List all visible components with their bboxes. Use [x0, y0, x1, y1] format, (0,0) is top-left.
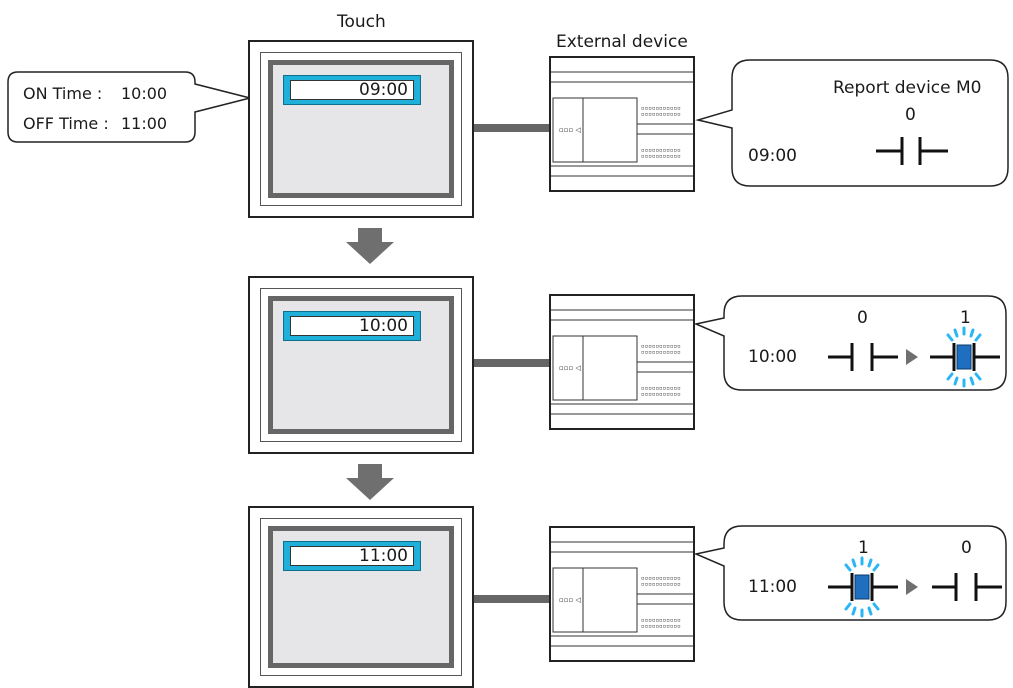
svg-text:▫▫▫▫▫▫▫▫▫▫▫: ▫▫▫▫▫▫▫▫▫▫▫	[641, 575, 681, 582]
svg-text:▫▫▫▫▫▫▫▫▫▫▫: ▫▫▫▫▫▫▫▫▫▫▫	[641, 343, 681, 350]
callout-time-1: 09:00	[748, 146, 797, 166]
callout-time-2: 10:00	[748, 347, 797, 367]
down-arrow-2	[346, 464, 394, 500]
callout-time-3: 11:00	[748, 577, 797, 597]
svg-text:▫▫▫▫▫▫▫▫▫▫▫: ▫▫▫▫▫▫▫▫▫▫▫	[641, 111, 681, 118]
svg-text:▫▫▫▫▫▫▫▫▫▫▫: ▫▫▫▫▫▫▫▫▫▫▫	[641, 105, 681, 112]
svg-text:▫▫▫▫▫▫▫▫▫▫▫: ▫▫▫▫▫▫▫▫▫▫▫	[641, 385, 681, 392]
state-value-2a: 0	[857, 308, 868, 328]
svg-text:▫▫▫ ◁: ▫▫▫ ◁	[559, 126, 581, 134]
external-device-label: External device	[556, 32, 688, 52]
svg-text:▫▫▫ ◁: ▫▫▫ ◁	[559, 364, 581, 372]
time-display-field: 10:00	[283, 311, 421, 341]
state-value-1a: 0	[905, 105, 916, 125]
touch-panel-1: 09:00	[248, 40, 474, 218]
contact-off-icon	[828, 343, 898, 371]
on-time-label: ON Time :	[23, 84, 103, 103]
state-value-2b: 1	[960, 308, 971, 328]
touch-panel-3: 11:00	[248, 506, 474, 688]
touch-screen: 09:00	[268, 60, 454, 198]
svg-text:▫▫▫▫▫▫▫▫▫▫▫: ▫▫▫▫▫▫▫▫▫▫▫	[641, 623, 681, 630]
touch-panel-2: 10:00	[248, 276, 474, 454]
time-display-field: 09:00	[283, 75, 421, 105]
state-value-3a: 1	[858, 538, 869, 558]
time-display-value: 11:00	[290, 546, 414, 566]
cable-3	[474, 595, 550, 603]
cable-2	[474, 359, 550, 367]
time-display-value: 09:00	[290, 80, 414, 100]
transition-arrow-icon	[906, 579, 918, 595]
contact-off-icon	[876, 137, 948, 165]
contact-on-icon	[930, 326, 1000, 388]
svg-text:▫▫▫▫▫▫▫▫▫▫▫: ▫▫▫▫▫▫▫▫▫▫▫	[641, 391, 681, 398]
off-time-label: OFF Time :	[23, 114, 109, 133]
off-time-value: 11:00	[121, 114, 168, 133]
settings-callout	[7, 71, 251, 143]
time-display-value: 10:00	[290, 316, 414, 336]
svg-text:▫▫▫ ◁: ▫▫▫ ◁	[559, 596, 581, 604]
cable-1	[474, 124, 550, 132]
report-device-label: Report device M0	[833, 78, 982, 98]
external-device-2: ▫▫▫ ◁ ▫▫▫▫▫▫▫▫▫▫▫ ▫▫▫▫▫▫▫▫▫▫▫ ▫▫▫▫▫▫▫▫▫▫…	[549, 294, 695, 430]
time-display-field: 11:00	[283, 541, 421, 571]
external-device-3: ▫▫▫ ◁ ▫▫▫▫▫▫▫▫▫▫▫ ▫▫▫▫▫▫▫▫▫▫▫ ▫▫▫▫▫▫▫▫▫▫…	[549, 526, 695, 662]
svg-text:▫▫▫▫▫▫▫▫▫▫▫: ▫▫▫▫▫▫▫▫▫▫▫	[641, 147, 681, 154]
on-time-value: 10:00	[121, 84, 168, 103]
contact-off-icon	[932, 573, 1002, 601]
touch-screen: 10:00	[268, 296, 454, 434]
state-value-3b: 0	[961, 538, 972, 558]
svg-text:▫▫▫▫▫▫▫▫▫▫▫: ▫▫▫▫▫▫▫▫▫▫▫	[641, 349, 681, 356]
contact-on-icon	[828, 556, 898, 618]
device-callout-1	[695, 59, 1009, 187]
svg-text:▫▫▫▫▫▫▫▫▫▫▫: ▫▫▫▫▫▫▫▫▫▫▫	[641, 581, 681, 588]
svg-text:▫▫▫▫▫▫▫▫▫▫▫: ▫▫▫▫▫▫▫▫▫▫▫	[641, 617, 681, 624]
svg-text:▫▫▫▫▫▫▫▫▫▫▫: ▫▫▫▫▫▫▫▫▫▫▫	[641, 153, 681, 160]
touch-screen: 11:00	[268, 526, 454, 668]
down-arrow-1	[346, 228, 394, 264]
touch-label: Touch	[337, 12, 386, 32]
external-device-1: ▫▫▫ ◁ ▫▫▫▫▫▫▫▫▫▫▫ ▫▫▫▫▫▫▫▫▫▫▫ ▫▫▫▫▫▫▫▫▫▫…	[549, 56, 695, 192]
transition-arrow-icon	[906, 349, 918, 365]
